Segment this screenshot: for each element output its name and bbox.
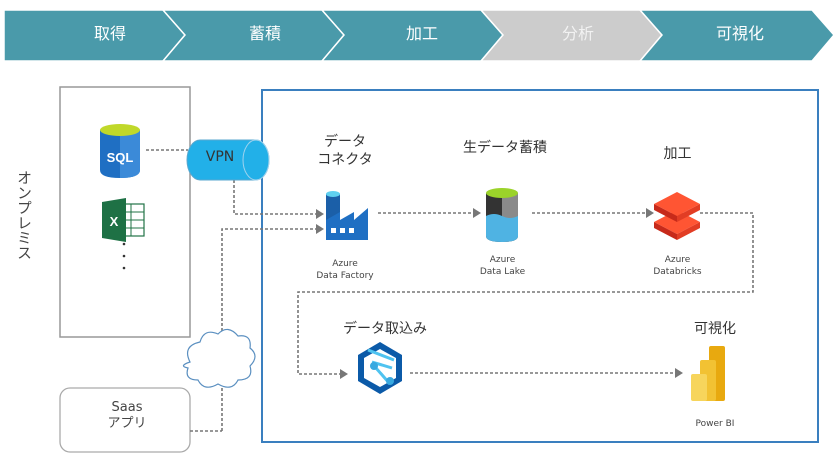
azure-synapse-icon	[358, 342, 402, 394]
sql-database-icon: SQL	[100, 124, 140, 178]
power-bi-icon	[691, 346, 725, 401]
step-label-visualize: 可視化	[715, 24, 764, 43]
saas-app-label: Saas アプリ	[62, 400, 192, 432]
caption-power-bi: Power BI	[695, 419, 735, 429]
caption-data-lake: Azure Data Lake	[465, 254, 540, 278]
heading-raw-storage: 生データ蓄積	[463, 140, 547, 156]
connector-vpn-adf	[233, 180, 316, 215]
caption-data-factory: Azure Data Factory	[305, 258, 385, 282]
connector-databricks-synapse	[297, 212, 754, 375]
azure-data-factory-icon	[326, 191, 368, 240]
caption-databricks-line1: Azure	[664, 255, 691, 265]
heading-data-ingest: データ取込み	[343, 321, 427, 337]
step-label-acquire: 取得	[93, 24, 126, 43]
azure-data-lake-icon	[486, 188, 518, 242]
chevron-step-5	[638, 9, 835, 62]
heading-data-connector-line2: コネクタ	[317, 152, 373, 168]
caption-databricks-line2: Databricks	[653, 267, 702, 277]
step-label-store: 蓄積	[248, 24, 281, 43]
connector-cloud-adf	[221, 228, 316, 431]
saas-label-line1: Saas	[111, 400, 143, 415]
heading-data-connector: データ コネクタ	[300, 133, 390, 169]
arrow-adf-1	[316, 209, 324, 219]
saas-label-line2: アプリ	[107, 416, 147, 431]
heading-processing: 加工	[663, 146, 692, 162]
svg-text:SQL: SQL	[107, 150, 134, 165]
caption-data-factory-line1: Azure	[332, 259, 358, 269]
arrow-powerbi	[675, 368, 683, 378]
saas-box	[59, 387, 191, 453]
azure-databricks-icon	[654, 192, 700, 240]
excel-icon: X	[102, 198, 145, 242]
more-sources-dots	[122, 242, 126, 270]
step-label-process: 加工	[405, 24, 438, 43]
heading-visualization: 可視化	[694, 321, 736, 337]
connectors	[146, 149, 754, 432]
caption-data-lake-line1: Azure	[489, 255, 516, 265]
svg-text:X: X	[110, 214, 119, 229]
arrow-adf-2	[316, 224, 324, 234]
arrowheads	[316, 208, 683, 379]
caption-data-factory-line2: Data Factory	[316, 271, 374, 281]
step-label-analyze: 分析	[561, 24, 594, 43]
process-chevron-bar	[3, 9, 835, 62]
internet-cloud-icon	[182, 328, 256, 388]
heading-data-connector-line1: データ	[324, 134, 366, 150]
vpn-tunnel-icon	[186, 139, 270, 181]
arrow-synapse	[340, 369, 348, 379]
arrow-databricks	[646, 208, 654, 218]
vpn-label: VPN	[205, 149, 235, 165]
arrow-lake	[473, 208, 481, 218]
cloud-boundary	[261, 89, 819, 443]
caption-data-lake-line2: Data Lake	[479, 267, 526, 277]
onprem-label: オンプレミス	[15, 170, 33, 260]
caption-databricks: Azure Databricks	[640, 254, 715, 278]
